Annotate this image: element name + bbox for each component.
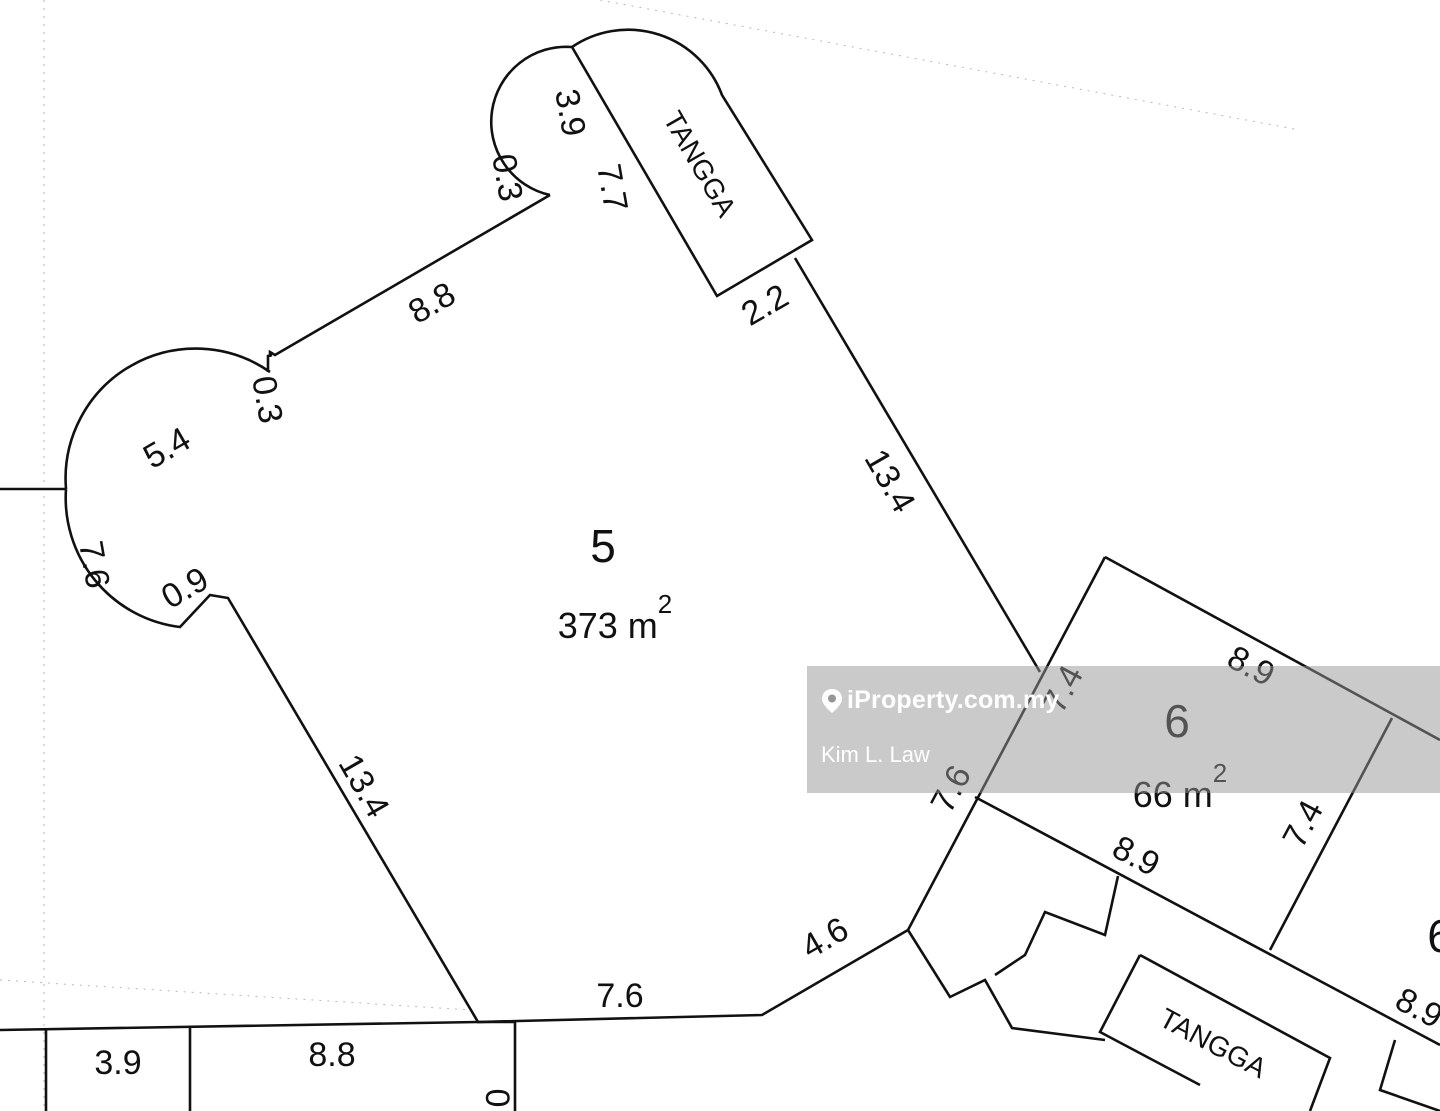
dim-below-b: 8.8	[308, 1036, 355, 1074]
lot-5-number: 5	[590, 520, 616, 572]
dim-lot5-stair-bottom: 2.2	[735, 277, 795, 334]
dim-below-c: 0	[478, 1089, 516, 1108]
lot-5-area-unit-sup: 2	[658, 589, 672, 619]
dim-lot6-right: 7.4	[1275, 794, 1331, 854]
dim-lot5-lower-left: 13.4	[331, 748, 397, 824]
dim-lot5-left-arc-top: 5.4	[137, 420, 197, 477]
dim-lot5-upper-left: 8.8	[402, 275, 462, 332]
watermark-owner: Kim L. Law	[821, 742, 930, 767]
dim-lot5-bottom-right: 4.6	[795, 910, 855, 967]
dim-lot5-arc-top: 3.9	[547, 86, 593, 139]
dim-lot5-left-arc-bottom: 7.6	[71, 538, 117, 591]
dim-lot5-bottom: 7.6	[596, 977, 643, 1015]
watermark-brand-text: iProperty.com.my	[847, 686, 1060, 714]
dim-lot5-right: 13.4	[857, 443, 923, 519]
lot-5-boundary	[0, 28, 1042, 1024]
watermark-overlay: iProperty.com.my Kim L. Law	[807, 666, 1440, 793]
stair-label-bottom: TANGGA	[1154, 1002, 1271, 1084]
dim-lot6-bottom: 8.9	[1106, 828, 1166, 884]
dim-lot5-arc-top-left: 0.3	[484, 151, 530, 204]
reference-dotted-lines	[0, 0, 1301, 1111]
dim-lot5-left-step: 0.9	[155, 560, 215, 617]
stair-label-top: TANGGA	[657, 106, 742, 222]
watermark-brand: iProperty.com.my	[821, 686, 1060, 715]
lot-5-area: 373 m2	[558, 589, 673, 646]
lot-7-number-partial: 6	[1427, 910, 1440, 962]
lot-5-area-value: 373 m	[558, 605, 658, 646]
dim-lot7-bottom: 8.9	[1389, 980, 1440, 1036]
dim-lot5-step: 0.3	[244, 373, 290, 426]
dim-lot5-stair-side: 7.7	[589, 161, 635, 214]
lower-structures	[0, 875, 1440, 1111]
dim-below-a: 3.9	[94, 1044, 141, 1082]
location-pin-icon	[822, 688, 842, 713]
